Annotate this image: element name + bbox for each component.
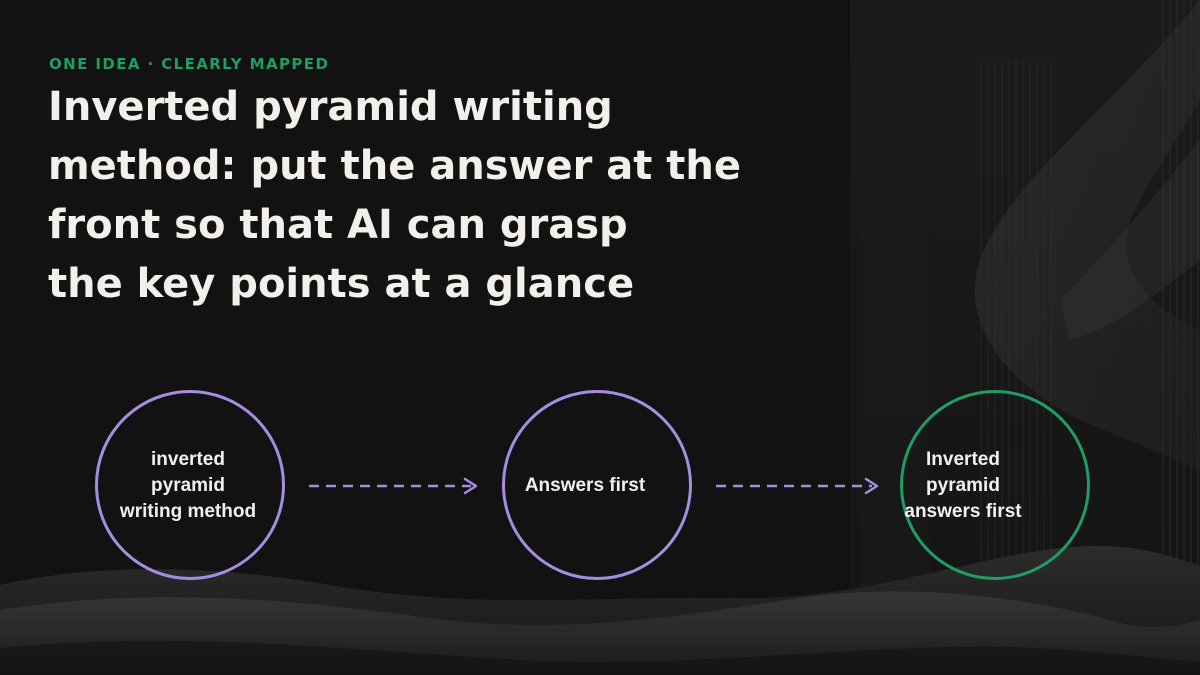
flow-node-circle xyxy=(95,390,285,580)
flow-node-label: Answers first xyxy=(490,473,680,499)
flow-node-label-line: answers first xyxy=(904,501,1022,522)
title-line: the key points at a glance xyxy=(48,261,635,307)
flow-node-label-line: writing method xyxy=(119,501,257,522)
flow-node-circle xyxy=(502,390,692,580)
flow-node-label-line: Answers first xyxy=(524,475,646,496)
flow-arrow xyxy=(716,477,879,495)
flow-node-label-line: inverted xyxy=(151,449,225,470)
flow-node-label: inverted pyramid writing method xyxy=(95,447,281,525)
flow-node-label: Inverted pyramid answers first xyxy=(868,447,1058,525)
flow-arrow xyxy=(309,477,478,495)
flow-node-label-line: pyramid xyxy=(151,475,225,496)
flow-node-circle-final xyxy=(900,390,1090,580)
flow-node-label-line: Inverted xyxy=(926,449,1000,470)
title-line: method: put the answer at the xyxy=(48,143,742,189)
title-line: front so that AI can grasp xyxy=(48,202,628,248)
flow-node-label-line: pyramid xyxy=(926,475,1000,496)
title-line: Inverted pyramid writing xyxy=(48,84,613,130)
page-title: Inverted pyramid writing method: put the… xyxy=(48,78,768,314)
eyebrow-label: ONE IDEA · CLEARLY MAPPED xyxy=(49,55,330,73)
